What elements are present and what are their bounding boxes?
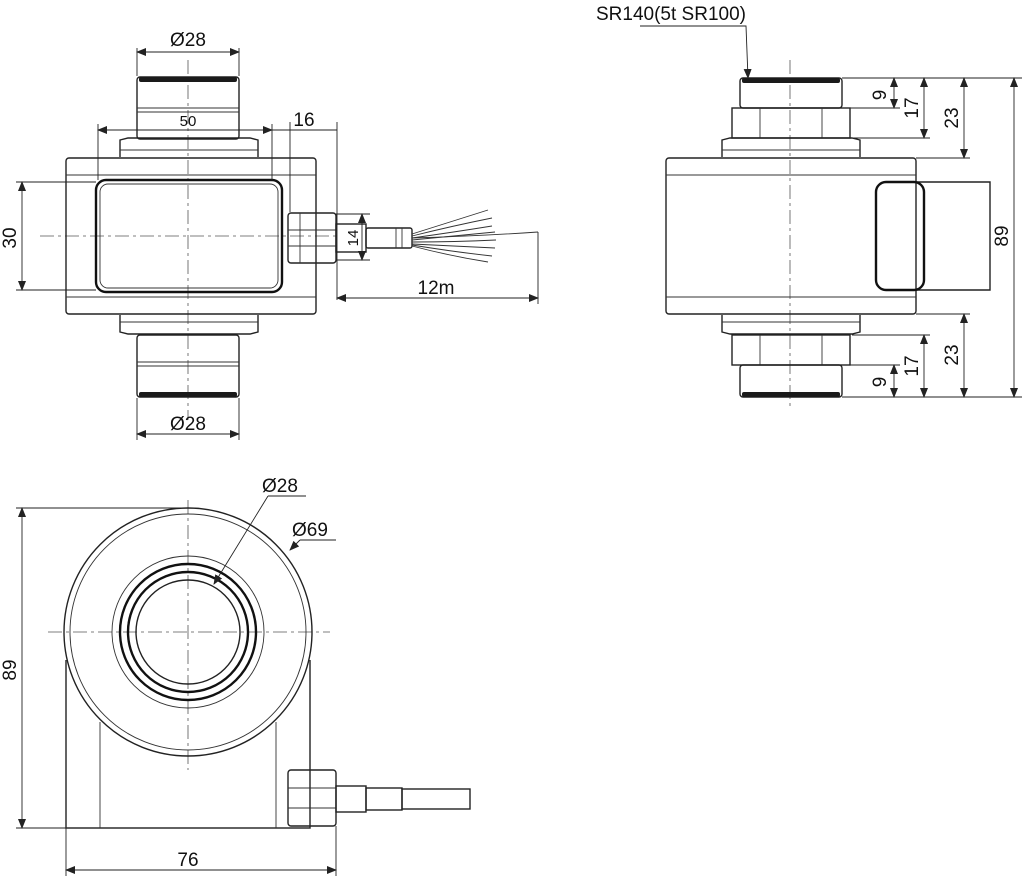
front-top-dia-label: Ø28	[170, 30, 206, 51]
front-view: Ø28 50 16 30 14 12m Ø28	[0, 30, 539, 440]
front-body-height-label: 30	[0, 227, 21, 248]
side-sphere-radius-label: SR140(5t SR100)	[596, 4, 746, 25]
front-gland-length-label: 16	[293, 110, 314, 131]
side-top-17-label: 17	[902, 97, 923, 118]
front-body-width-label: 50	[180, 113, 197, 130]
top-height-label: 89	[0, 659, 21, 680]
front-bottom-dia-label: Ø28	[170, 414, 206, 435]
front-cable-length-label: 12m	[418, 278, 455, 299]
side-bottom-9-label: 9	[870, 377, 891, 388]
top-inner-dia-label: Ø28	[262, 476, 298, 497]
side-top-9-label: 9	[870, 90, 891, 101]
side-total-height-label: 89	[992, 225, 1013, 246]
side-top-23-label: 23	[942, 107, 963, 128]
top-width-label: 76	[177, 850, 198, 871]
front-gland-dia-label: 14	[345, 230, 362, 247]
top-view: Ø28 Ø69 89 76	[0, 476, 471, 876]
cable-wires	[411, 209, 539, 263]
top-outer-dia-label: Ø69	[292, 520, 328, 541]
side-view: SR140(5t SR100) 9 17 23 89 17 23 9	[596, 4, 1022, 410]
side-bottom-23-label: 23	[942, 344, 963, 365]
side-bottom-17-label: 17	[902, 355, 923, 376]
